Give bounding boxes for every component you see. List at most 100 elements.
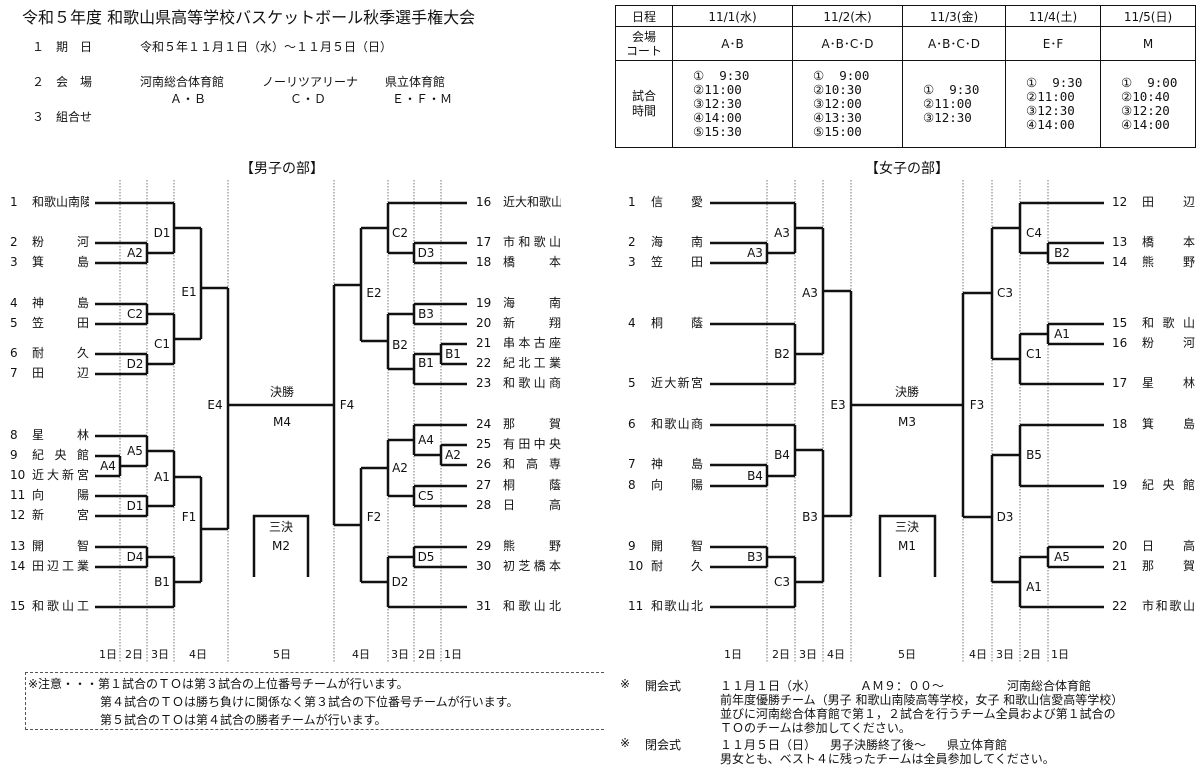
team-number: 16	[476, 195, 492, 209]
team-name: 耐久	[651, 559, 703, 573]
team-name: 開智	[32, 539, 89, 553]
match-code: C3	[997, 286, 1013, 300]
match-code: D1	[127, 499, 144, 513]
team-number: 1	[10, 195, 18, 209]
match-time: ②10:30	[813, 82, 862, 97]
caution-box	[25, 672, 604, 730]
team-name: 新宮	[32, 508, 89, 522]
team-name: 耐久	[32, 346, 89, 360]
match-code: F2	[367, 510, 382, 524]
team-number: 4	[10, 296, 18, 310]
team-number: 8	[628, 478, 636, 492]
match-code: A5	[1054, 550, 1070, 564]
match-time: ②10:40	[1121, 89, 1170, 104]
ceremony-time: 男子決勝終了後～	[830, 738, 927, 752]
match-code: B2	[392, 338, 408, 352]
team-number: 12	[10, 508, 26, 522]
match-code: C1	[1026, 347, 1042, 361]
match-time: ③12:20	[1121, 103, 1170, 118]
match-code: E4	[207, 398, 222, 412]
match-code: F3	[970, 398, 985, 412]
women-left-bracket	[710, 201, 963, 609]
match-code: A3	[802, 286, 818, 300]
match-code: F4	[340, 398, 355, 412]
women-final-label: 決勝	[895, 384, 919, 399]
team-name: 和高専	[503, 457, 561, 471]
men-right-bracket	[332, 201, 467, 609]
team-number: 18	[476, 255, 492, 269]
team-name: 信愛	[651, 195, 703, 209]
match-code: A3	[774, 226, 790, 240]
team-number: 21	[476, 336, 492, 350]
match-code: B1	[418, 356, 434, 370]
team-number: 19	[1112, 478, 1128, 492]
team-number: 7	[628, 457, 636, 471]
team-number: 10	[628, 559, 644, 573]
team-name: 和歌山商	[503, 376, 561, 390]
match-code: B3	[802, 510, 818, 524]
team-number: 27	[476, 478, 492, 492]
team-number: 3	[10, 255, 18, 269]
team-name: 日高	[1142, 539, 1195, 553]
match-time: ⑤15:00	[813, 124, 862, 139]
caution-line: 第４試合のＴＯは勝ち負けに関係なく第３試合の下位番号チームが行います。	[100, 695, 519, 709]
team-number: 3	[628, 255, 636, 269]
match-time: ④14:00	[1121, 117, 1170, 132]
match-code: A1	[1026, 580, 1042, 594]
team-number: 20	[1112, 539, 1128, 553]
team-name: 和歌山工	[32, 599, 89, 613]
match-time: ① 9:30	[693, 68, 750, 83]
team-number: 19	[476, 296, 492, 310]
match-code: B5	[1026, 448, 1042, 462]
team-number: 20	[476, 316, 492, 330]
team-name: 近大和歌山	[503, 195, 561, 209]
team-number: 9	[10, 448, 18, 462]
match-code: D4	[127, 550, 144, 564]
match-code: C3	[774, 575, 790, 589]
day-label: 1日	[1051, 648, 1069, 661]
team-name: 神島	[32, 296, 89, 310]
venue-name: ノーリツアリーナ	[262, 75, 359, 89]
men-third-place-bracket	[252, 514, 310, 577]
men-left-bracket	[95, 201, 334, 609]
team-name: 開智	[651, 539, 703, 553]
team-number: 22	[1112, 599, 1128, 613]
team-name: 粉河	[32, 235, 89, 249]
day-label: 2日	[772, 648, 790, 661]
venue-name: 河南総合体育館	[140, 75, 225, 89]
match-code: D2	[392, 575, 409, 589]
day-label: 3日	[996, 648, 1014, 661]
team-number: 11	[628, 599, 644, 613]
team-number: 23	[476, 376, 492, 390]
day-label: 4日	[969, 648, 987, 661]
period-value: 令和５年１１月１日（水）～１１月５日（日）	[140, 40, 393, 54]
day-label: 5日	[898, 648, 916, 661]
combo-label: ３ 組合せ	[32, 110, 93, 124]
day-label: 2日	[418, 648, 436, 661]
team-name: 和歌山北	[651, 599, 703, 613]
team-name: 桐蔭	[503, 478, 561, 492]
team-number: 8	[10, 428, 18, 442]
schedule-courts: A･B	[672, 26, 793, 61]
match-code: A1	[1054, 327, 1070, 341]
team-name: 向陽	[651, 478, 703, 492]
page-title: 令和５年度 和歌山県高等学校バスケットボール秋季選手権大会	[22, 8, 476, 27]
match-code: B4	[774, 448, 790, 462]
match-time: ②11:00	[1026, 89, 1075, 104]
match-code: A1	[154, 470, 170, 484]
day-label: 3日	[151, 648, 169, 661]
match-code: E1	[181, 285, 196, 299]
match-code: D2	[127, 357, 144, 371]
team-name: 橋本	[1142, 235, 1195, 249]
team-name: 和歌山北	[503, 599, 561, 613]
match-code: A4	[100, 459, 116, 473]
day-label: 1日	[724, 648, 742, 661]
team-name: 神島	[651, 457, 703, 471]
day-label: 4日	[352, 648, 370, 661]
team-name: 向陽	[32, 488, 89, 502]
